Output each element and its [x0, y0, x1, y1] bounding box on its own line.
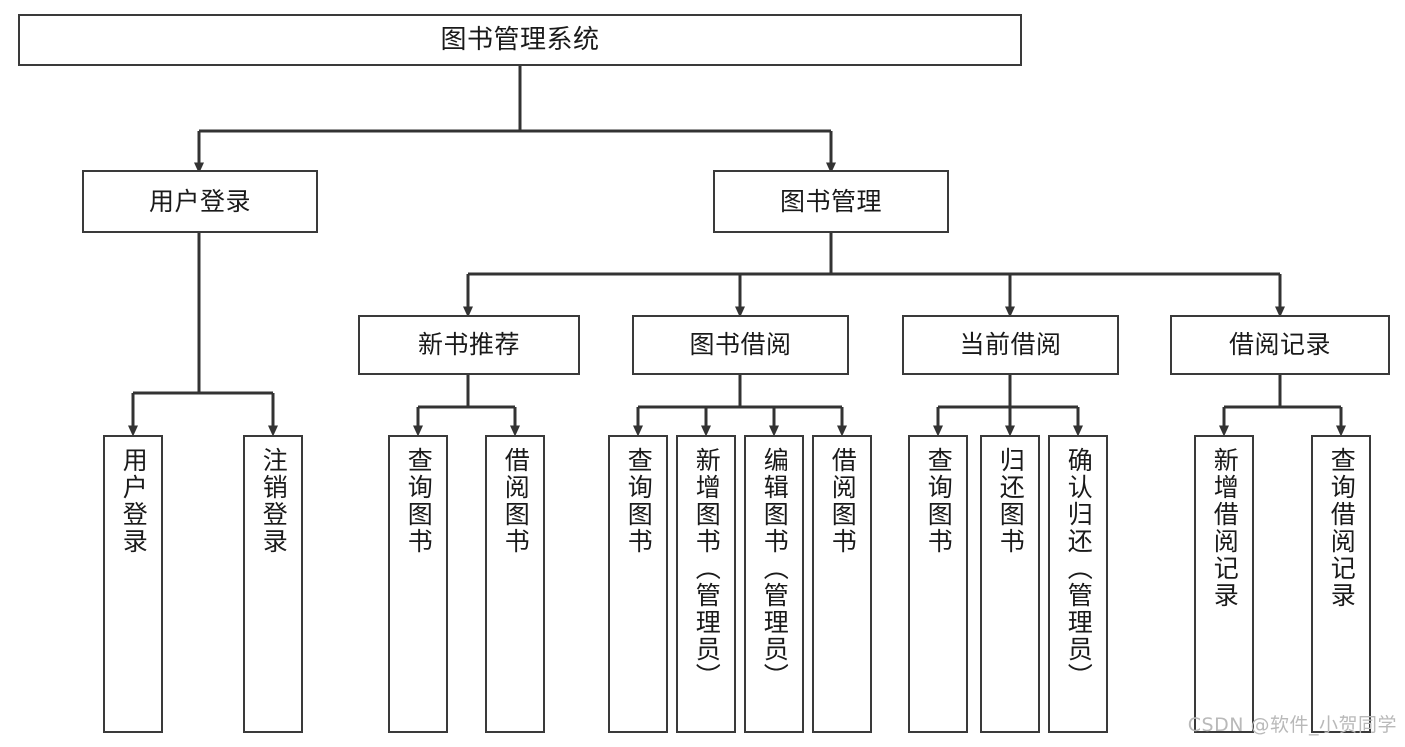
- leaf-return-book[interactable]: 归还图书: [980, 435, 1040, 733]
- leaf-borrow-book-1[interactable]: 借阅图书: [485, 435, 545, 733]
- leaf-query-book-2[interactable]: 查询图书: [608, 435, 668, 733]
- node-new-book-recommend[interactable]: 新书推荐: [358, 315, 580, 375]
- node-label: 图书管理系统: [440, 24, 600, 55]
- leaf-query-book-1[interactable]: 查询图书: [388, 435, 448, 733]
- leaf-logout-login[interactable]: 注销登录: [243, 435, 303, 733]
- node-label: 新增图书（管理员）: [692, 447, 722, 690]
- node-book-manage[interactable]: 图书管理: [713, 170, 949, 233]
- node-label: 查询借阅记录: [1327, 447, 1357, 609]
- node-label: 查询图书: [924, 447, 954, 555]
- node-label: 归还图书: [996, 447, 1026, 555]
- node-label: 确认归还（管理员）: [1064, 447, 1094, 690]
- node-label: 新增借阅记录: [1210, 447, 1240, 609]
- node-label: 查询图书: [404, 447, 434, 555]
- node-label: 用户登录: [119, 447, 149, 555]
- node-label: 借阅记录: [1228, 330, 1331, 360]
- node-label: 借阅图书: [828, 447, 858, 555]
- node-label: 图书管理: [779, 186, 882, 216]
- leaf-add-book[interactable]: 新增图书（管理员）: [676, 435, 736, 733]
- node-label: 新书推荐: [417, 330, 520, 360]
- node-root-system[interactable]: 图书管理系统: [18, 14, 1022, 66]
- node-current-borrow[interactable]: 当前借阅: [902, 315, 1119, 375]
- leaf-query-book-3[interactable]: 查询图书: [908, 435, 968, 733]
- node-label: 当前借阅: [959, 330, 1062, 360]
- node-label: 查询图书: [624, 447, 654, 555]
- leaf-confirm-return[interactable]: 确认归还（管理员）: [1048, 435, 1108, 733]
- node-label: 借阅图书: [501, 447, 531, 555]
- node-label: 用户登录: [148, 186, 251, 216]
- leaf-user-login[interactable]: 用户登录: [103, 435, 163, 733]
- leaf-query-borrow-record[interactable]: 查询借阅记录: [1311, 435, 1371, 733]
- node-label: 注销登录: [259, 447, 289, 555]
- leaf-edit-book[interactable]: 编辑图书（管理员）: [744, 435, 804, 733]
- node-book-borrow[interactable]: 图书借阅: [632, 315, 849, 375]
- node-label: 编辑图书（管理员）: [760, 447, 790, 690]
- node-user-login[interactable]: 用户登录: [82, 170, 318, 233]
- node-borrow-record[interactable]: 借阅记录: [1170, 315, 1390, 375]
- leaf-add-borrow-record[interactable]: 新增借阅记录: [1194, 435, 1254, 733]
- node-label: 图书借阅: [689, 330, 792, 360]
- watermark-text: CSDN @软件_小贺同学: [1187, 714, 1397, 736]
- leaf-borrow-book-2[interactable]: 借阅图书: [812, 435, 872, 733]
